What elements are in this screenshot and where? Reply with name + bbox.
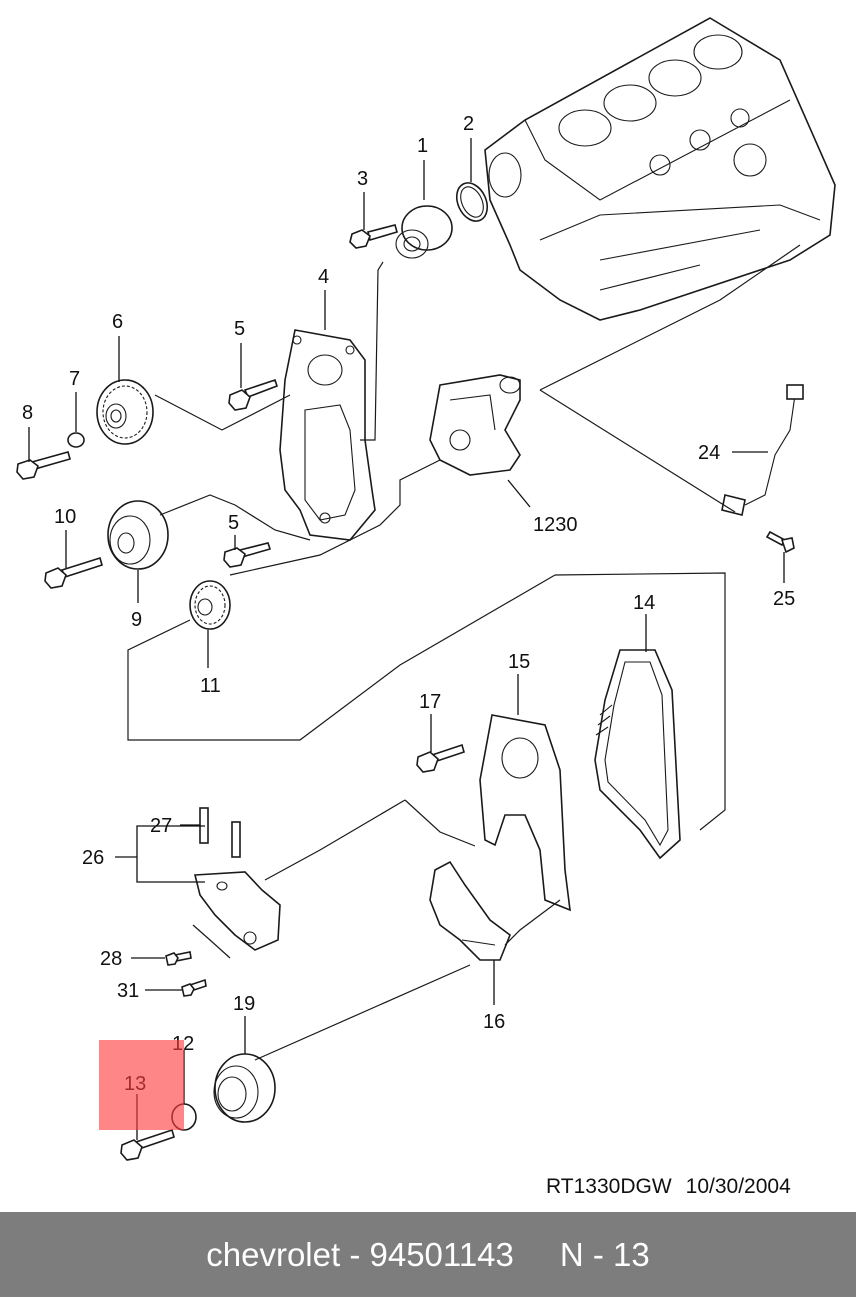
crankshaft-gear <box>189 580 231 630</box>
washer-7 <box>67 432 85 448</box>
callout-9: 9 <box>131 609 142 631</box>
highlight-box <box>99 1040 184 1130</box>
callout-1: 1 <box>417 135 428 157</box>
reference-code: RT1330DGW <box>546 1175 672 1198</box>
tensioner-pulley <box>107 500 169 570</box>
bolt-5-lower <box>223 542 272 568</box>
callout-16: 16 <box>483 1011 505 1033</box>
parts-diagram: 1 2 3 4 5 5 6 7 8 9 10 11 1230 24 25 14 <box>16 17 836 1161</box>
front-timing-cover-upper <box>479 714 571 912</box>
callout-15: 15 <box>508 651 530 673</box>
bolt-17 <box>416 743 465 773</box>
callout-24: 24 <box>698 442 720 464</box>
assembly-leader-lines <box>127 244 801 1061</box>
footer-part-number: 94501143 <box>369 1235 514 1273</box>
bolt-13 <box>120 1128 175 1161</box>
callout-3: 3 <box>357 168 368 190</box>
bolt-10 <box>44 556 103 589</box>
footer-page-ref: N - 13 <box>559 1235 650 1273</box>
footer-separator: - <box>349 1235 361 1273</box>
reference-date: 10/30/2004 <box>685 1175 791 1198</box>
rear-timing-cover <box>279 329 376 541</box>
timing-belt <box>594 649 681 860</box>
callout-6: 6 <box>112 311 123 333</box>
bolt-31 <box>181 978 207 997</box>
bolt-25 <box>765 530 795 554</box>
bolt-8 <box>16 451 71 480</box>
callout-5-lower: 5 <box>228 512 239 534</box>
callout-7: 7 <box>69 368 80 390</box>
callout-17: 17 <box>419 691 441 713</box>
footer-bar: chevrolet - 94501143 N - 13 <box>0 1212 856 1297</box>
callout-14: 14 <box>633 592 655 614</box>
bolt-5-upper <box>228 378 279 411</box>
callout-4: 4 <box>318 266 329 288</box>
o-ring <box>455 182 489 222</box>
callout-25: 25 <box>773 588 795 610</box>
footer-brand: chevrolet <box>206 1235 341 1273</box>
callout-10: 10 <box>54 506 76 528</box>
bolt-28 <box>165 951 192 966</box>
drawing-reference: RT1330DGW 10/30/2004 <box>546 1175 791 1199</box>
camshaft-gear <box>96 379 154 445</box>
callout-11: 11 <box>200 675 221 697</box>
engine-block <box>484 17 836 321</box>
callout-1230: 1230 <box>533 514 578 536</box>
front-timing-cover-lower <box>429 860 511 961</box>
bolt-3 <box>349 224 398 249</box>
callout-26: 26 <box>82 847 104 869</box>
callout-8: 8 <box>22 402 33 424</box>
oil-pump <box>429 374 521 476</box>
crank-sensor <box>721 384 804 516</box>
water-pump <box>395 205 453 259</box>
callout-31: 31 <box>117 980 139 1002</box>
callout-2: 2 <box>463 113 474 135</box>
callout-19: 19 <box>233 993 255 1015</box>
crankshaft-pulley <box>213 1053 276 1123</box>
callout-5-upper: 5 <box>234 318 245 340</box>
callout-28: 28 <box>100 948 122 970</box>
